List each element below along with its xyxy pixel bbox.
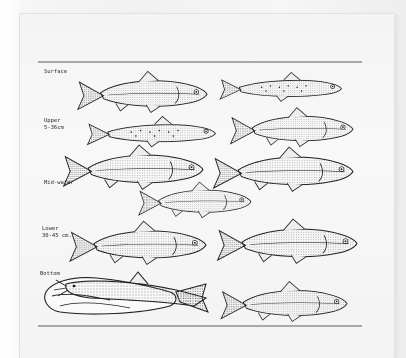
surface-fish-right <box>220 73 341 102</box>
zone-label-lower: Lower <box>42 226 59 233</box>
zone-label-bottom: Bottom <box>40 271 60 278</box>
mid-fish-left <box>64 145 203 189</box>
zone-label-upper-depth: 5-36cm <box>44 125 64 132</box>
lower-fish-right <box>218 219 357 263</box>
upper-fish-right <box>231 108 353 147</box>
lower-fish-left <box>70 221 206 264</box>
bottom-fish-right <box>221 282 347 322</box>
zone-label-upper: Upper <box>44 118 61 125</box>
zone-label-lower-depth: 30-45 cm. <box>42 233 72 240</box>
zone-label-mid: Mid-water <box>44 180 74 187</box>
surface-fish-left <box>78 71 207 112</box>
upper-fish-left <box>88 116 216 146</box>
mid-fish-right <box>214 147 353 191</box>
mid-fish-center <box>139 182 251 218</box>
zone-label-surface: Surface <box>44 69 67 76</box>
bottom-fish-catfish <box>45 272 208 314</box>
